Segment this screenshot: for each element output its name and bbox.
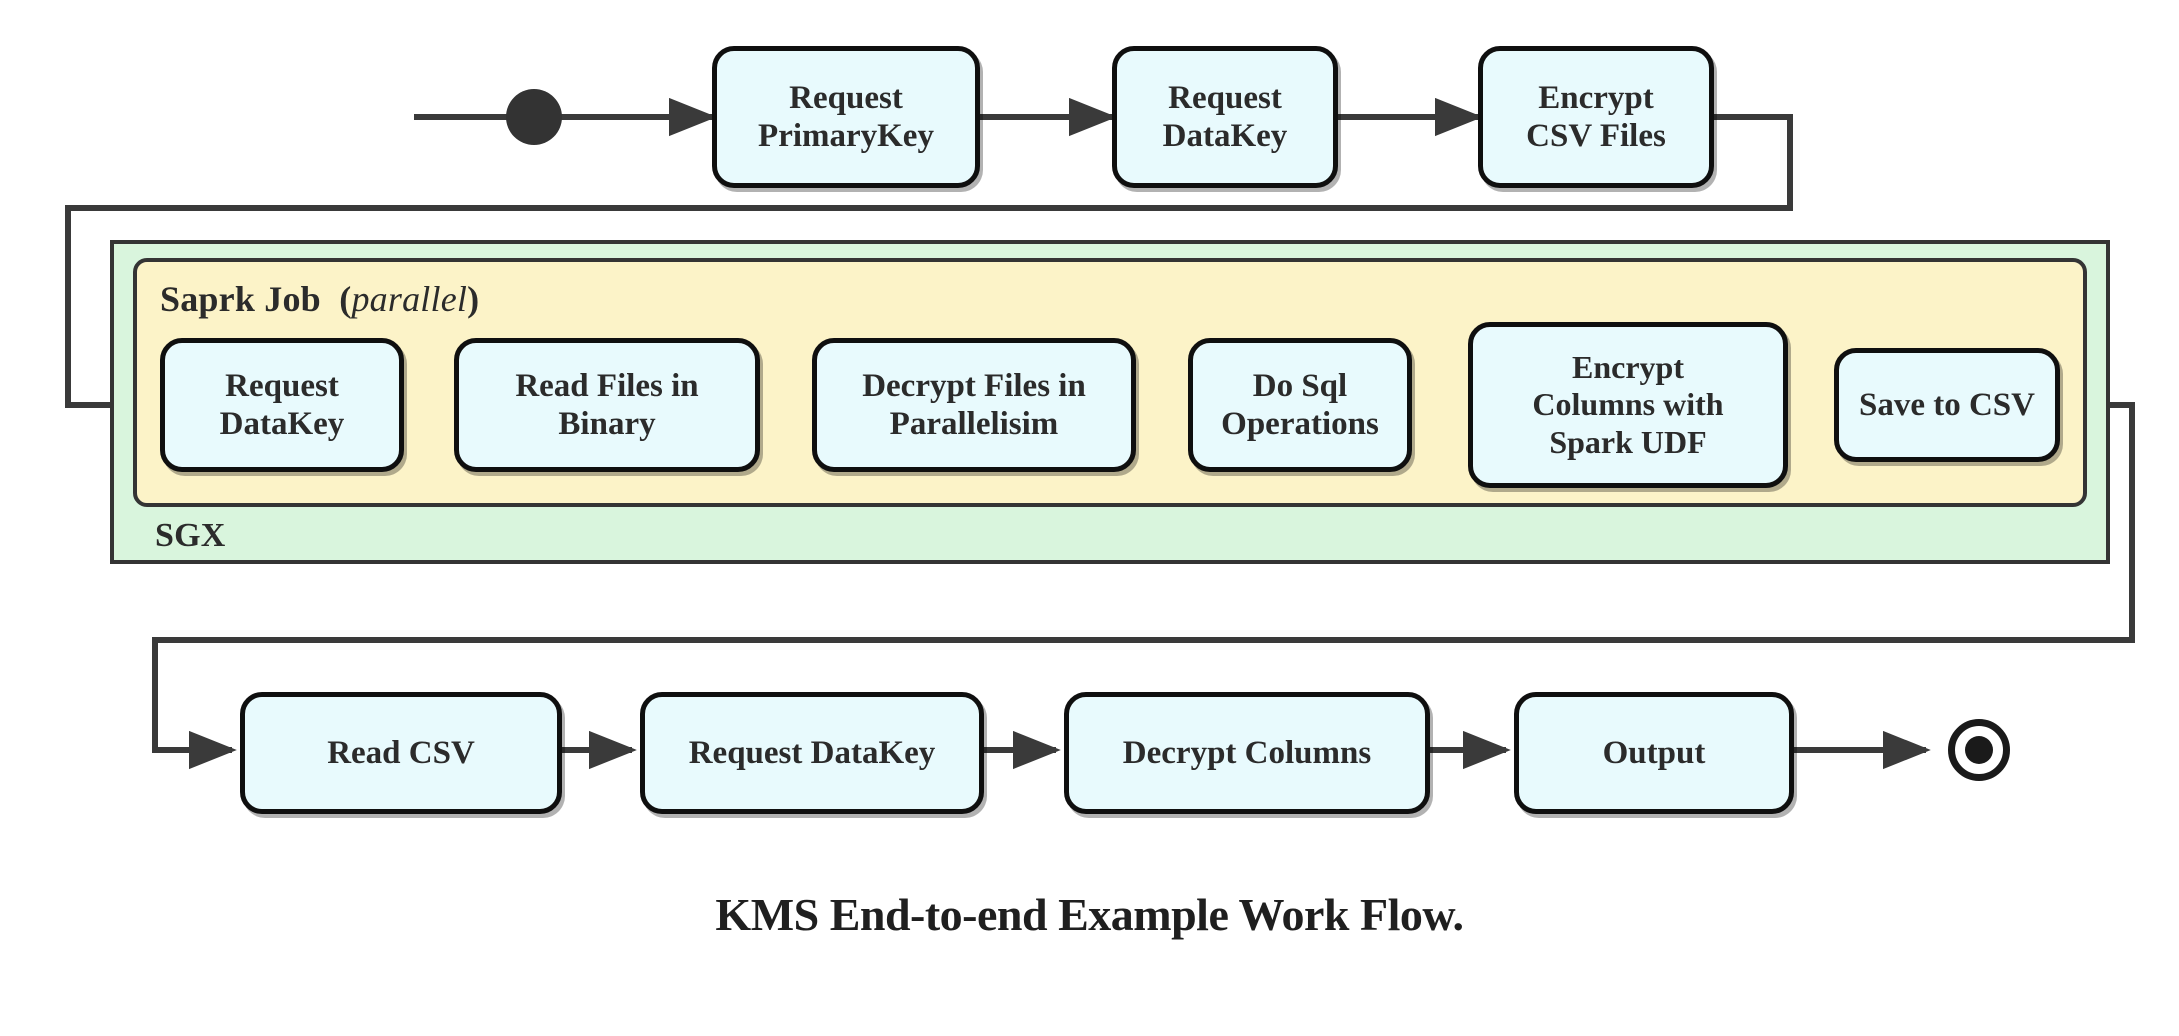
- node-request-primarykey[interactable]: Request PrimaryKey: [712, 46, 980, 188]
- node-do-sql-operations[interactable]: Do Sql Operations: [1188, 338, 1412, 472]
- node-encrypt-columns-with-spark-udf[interactable]: Encrypt Columns with Spark UDF: [1468, 322, 1788, 488]
- node-line: Do Sql: [1252, 367, 1348, 404]
- node-line: Read Files in: [515, 367, 699, 404]
- node-save-to-csv[interactable]: Save to CSV: [1834, 348, 2060, 462]
- node-line: Encrypt: [1572, 349, 1684, 386]
- node-request-datakey-bottom[interactable]: Request DataKey: [640, 692, 984, 814]
- node-line: DataKey: [1162, 118, 1288, 154]
- node-line: Decrypt Files in: [862, 367, 1086, 404]
- sgx-label: SGX: [155, 517, 226, 554]
- figure-caption: KMS End-to-end Example Work Flow.: [715, 889, 1464, 940]
- node-line: Output: [1602, 734, 1706, 771]
- node-line: Columns with: [1532, 386, 1724, 423]
- node-read-csv[interactable]: Read CSV: [240, 692, 562, 814]
- node-line: Decrypt Columns: [1122, 734, 1372, 771]
- node-line: Encrypt: [1538, 79, 1654, 116]
- node-encrypt-csv-files[interactable]: Encrypt CSV Files: [1478, 46, 1714, 188]
- node-line: Request: [1168, 79, 1282, 116]
- spark-job-label-bold: Saprk Job: [160, 279, 321, 319]
- final-state-node: [1948, 719, 2010, 781]
- node-line: Request DataKey: [688, 734, 936, 771]
- node-line: Parallelisim: [889, 406, 1059, 442]
- node-request-datakey-top[interactable]: Request DataKey: [1112, 46, 1338, 188]
- node-line: Binary: [558, 406, 656, 442]
- node-decrypt-files-in-parallelisim[interactable]: Decrypt Files in Parallelisim: [812, 338, 1136, 472]
- node-line: Request: [789, 79, 903, 116]
- node-line: Operations: [1221, 406, 1379, 442]
- initial-state-node: [506, 89, 562, 145]
- spark-job-label: Saprk Job (parallel): [160, 278, 479, 320]
- node-line: PrimaryKey: [758, 118, 934, 154]
- node-decrypt-columns[interactable]: Decrypt Columns: [1064, 692, 1430, 814]
- node-output[interactable]: Output: [1514, 692, 1794, 814]
- node-line: Request: [225, 367, 339, 404]
- spark-job-paren-close: ): [467, 279, 480, 319]
- node-line: Save to CSV: [1858, 386, 2035, 423]
- spark-job-paren-open: (: [339, 279, 352, 319]
- node-read-files-in-binary[interactable]: Read Files in Binary: [454, 338, 760, 472]
- node-line: Read CSV: [327, 734, 475, 771]
- node-line: Spark UDF: [1549, 423, 1707, 460]
- spark-job-label-italic: parallel: [351, 279, 468, 319]
- node-line: CSV Files: [1526, 118, 1666, 154]
- node-request-datakey-spark[interactable]: Request DataKey: [160, 338, 404, 472]
- node-line: DataKey: [219, 406, 345, 442]
